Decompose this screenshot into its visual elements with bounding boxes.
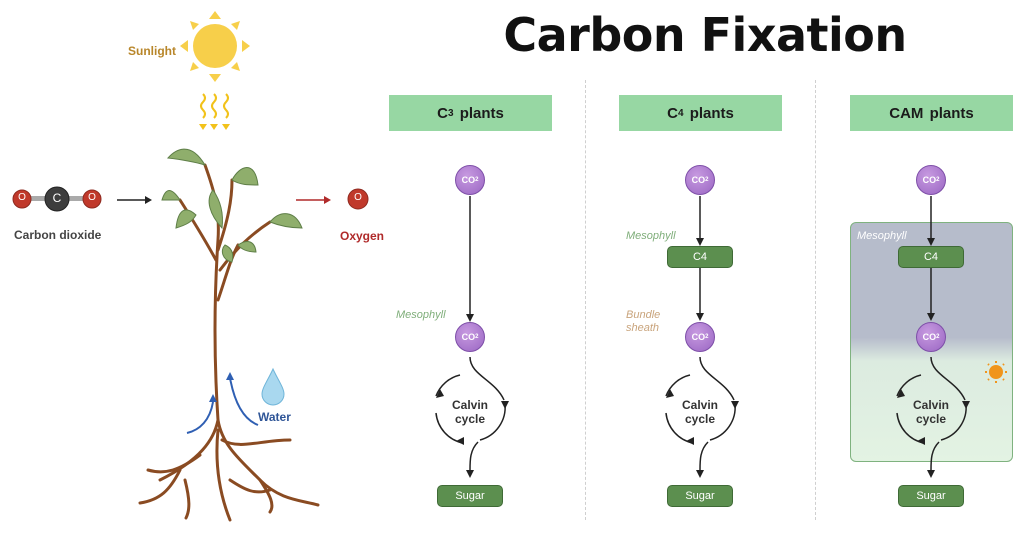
co2-sub: 2: [936, 177, 940, 183]
co2-atom-o2: O: [88, 192, 96, 203]
co2-text: CO: [461, 175, 476, 185]
c4-header-suffix: plants: [685, 104, 734, 122]
co2-atom-c: C: [52, 191, 62, 205]
c4-arrowheads: [666, 238, 739, 478]
c3-header-sub: 3: [447, 107, 454, 119]
c4-mesophyll-label: Mesophyll: [626, 230, 676, 242]
bundle-line1: Bundle: [626, 309, 661, 321]
c3-arrowheads: [436, 314, 509, 478]
cam-sugar-box: Sugar: [898, 485, 964, 507]
co2-text: CO: [461, 332, 476, 342]
oxygen-out-arrow-icon: [296, 196, 331, 204]
calvin-line2: cycle: [684, 412, 716, 426]
c3-header-prefix: C: [437, 104, 448, 122]
page-title: Carbon Fixation: [503, 8, 907, 62]
co2-molecule-icon: [12, 186, 102, 212]
water-arrows-icon: [186, 372, 259, 434]
column-divider: [585, 80, 586, 520]
c3-sugar-box: Sugar: [437, 485, 503, 507]
cam-header: CAM plants: [850, 95, 1013, 131]
co2-atom-o1: O: [18, 192, 26, 203]
c3-header-suffix: plants: [455, 104, 504, 122]
plant-icon: [138, 148, 320, 522]
carbon-dioxide-label: Carbon dioxide: [14, 228, 102, 242]
co2-text: CO: [922, 332, 937, 342]
bundle-line2: sheath: [626, 322, 660, 334]
calvin-line1: Calvin: [451, 398, 488, 412]
c4-header-prefix: C: [667, 104, 678, 122]
calvin-line2: cycle: [454, 412, 486, 426]
c4-compound-box: C4: [667, 246, 733, 268]
co2-sub: 2: [705, 334, 709, 340]
oxygen-label: Oxygen: [340, 229, 385, 243]
co2-text: CO: [922, 175, 937, 185]
cam-compound-box: C4: [898, 246, 964, 268]
co2-sub: 2: [705, 177, 709, 183]
cam-mesophyll-label: Mesophyll: [857, 230, 907, 242]
calvin-line2: cycle: [915, 412, 947, 426]
co2-sub: 2: [475, 177, 479, 183]
water-label: Water: [258, 410, 291, 424]
co2-sub: 2: [936, 334, 940, 340]
column-divider: [815, 80, 816, 520]
sun-icon: [180, 11, 250, 82]
cam-header-prefix: CAM: [889, 104, 924, 122]
calvin-line1: Calvin: [912, 398, 949, 412]
oxygen-atom-label: O: [354, 192, 362, 203]
c4-sugar-box: Sugar: [667, 485, 733, 507]
co2-text: CO: [691, 332, 706, 342]
calvin-line1: Calvin: [681, 398, 718, 412]
co2-in-arrow-icon: [117, 196, 152, 204]
cam-header-suffix: plants: [925, 104, 974, 122]
c3-mesophyll-label: Mesophyll: [396, 309, 446, 321]
co2-sub: 2: [475, 334, 479, 340]
c4-header-sub: 4: [677, 107, 684, 119]
water-droplet-icon: [261, 367, 285, 406]
sunlight-rays-icon: [199, 93, 230, 130]
sunlight-label: Sunlight: [128, 44, 176, 58]
co2-text: CO: [691, 175, 706, 185]
oxygen-atom-icon: [347, 188, 369, 210]
